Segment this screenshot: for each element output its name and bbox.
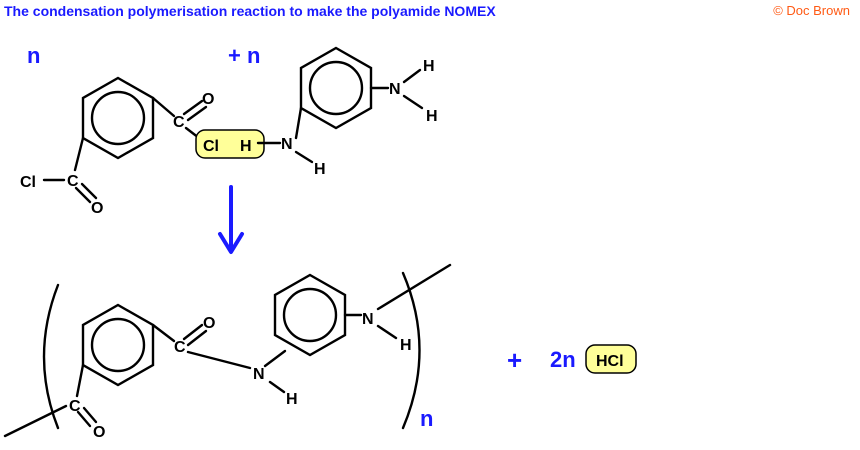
atom-hydrogen: H <box>286 391 298 408</box>
bond <box>75 363 85 398</box>
benzene-ring <box>81 303 155 387</box>
amide-bond <box>186 350 252 370</box>
atom-oxygen: O <box>93 424 105 441</box>
polymer-subscript: n <box>420 406 433 431</box>
atom-hydrogen: H <box>240 138 252 155</box>
atom-carbon: C <box>174 339 186 356</box>
reactant-2-coefficient: + n <box>228 43 260 68</box>
aromatic-circle <box>90 317 146 373</box>
reaction-arrow <box>218 185 244 254</box>
plus-sign: + <box>507 345 522 375</box>
bond <box>268 380 286 394</box>
bond <box>376 324 398 340</box>
bond <box>151 323 176 343</box>
aromatic-circle <box>282 287 338 343</box>
bond <box>402 94 424 110</box>
aromatic-circle <box>90 90 146 146</box>
reactant-1: n O C C Cl O <box>20 43 214 217</box>
atom-hydrogen: H <box>423 58 435 75</box>
chain-bond <box>376 263 452 311</box>
atom-nitrogen: N <box>253 366 265 383</box>
atom-carbon: C <box>173 114 185 131</box>
bond <box>294 150 314 164</box>
atom-hydrogen: H <box>314 161 326 178</box>
chain-bond <box>3 404 68 438</box>
double-bond <box>76 410 92 428</box>
atom-oxygen: O <box>203 315 215 332</box>
double-bond <box>186 105 208 122</box>
atom-hydrogen: H <box>400 337 412 354</box>
atom-carbon: C <box>69 398 81 415</box>
benzene-ring <box>299 46 373 130</box>
page-title: The condensation polymerisation reaction… <box>4 3 496 19</box>
atom-nitrogen: N <box>389 81 401 98</box>
atom-hydrogen: H <box>426 108 438 125</box>
benzene-ring <box>273 273 347 357</box>
double-bond <box>182 323 204 341</box>
double-bond <box>74 186 92 204</box>
reactant-2: + n N H N H H <box>228 43 438 178</box>
atom-carbon: C <box>67 173 79 190</box>
benzene-ring <box>81 76 155 160</box>
atom-nitrogen: N <box>362 311 374 328</box>
byproduct: + 2n HCl <box>507 344 637 375</box>
arrowhead <box>218 232 244 254</box>
polymer-repeat-unit: n O C C O N H N H <box>3 263 452 441</box>
atom-chlorine: Cl <box>203 138 219 155</box>
atom-nitrogen: N <box>281 136 293 153</box>
double-bond <box>80 182 98 200</box>
byproduct-coefficient: 2n <box>550 347 576 372</box>
bond <box>402 68 422 84</box>
double-bond <box>186 329 208 347</box>
reactant-1-coefficient: n <box>27 43 40 68</box>
atom-chlorine: Cl <box>20 174 36 191</box>
atom-oxygen: O <box>91 200 103 217</box>
bond <box>263 349 287 368</box>
double-bond <box>182 99 204 116</box>
hcl-highlight-box <box>585 344 637 374</box>
atom-oxygen: O <box>202 91 214 108</box>
bond <box>294 106 303 140</box>
hcl-formula: HCl <box>596 353 624 370</box>
credit-label: © Doc Brown <box>773 3 850 18</box>
bond <box>73 136 85 172</box>
left-bracket <box>42 283 60 430</box>
eliminated-hcl-highlight: Cl H <box>195 129 265 159</box>
aromatic-circle <box>308 60 364 116</box>
bond <box>151 96 176 118</box>
double-bond <box>82 406 98 424</box>
